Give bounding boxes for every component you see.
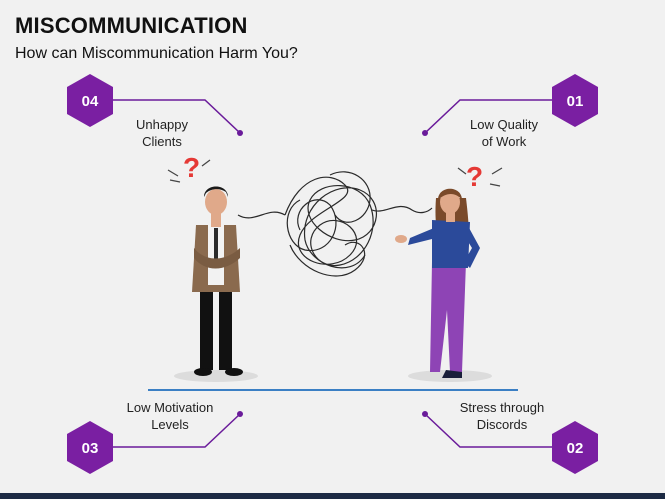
badge-number-01: 01 [567,93,584,110]
confusion-question-mark-icon: ? [457,161,503,192]
item-label-04-line2: Clients [142,134,182,149]
badge-number-03: 03 [82,440,99,457]
slide-subtitle: How can Miscommunication Harm You? [15,45,298,62]
item-label-02-line1: Stress through [459,400,545,415]
hexagon-badge-03: 03 [67,421,113,474]
item-label-01-line1: Low Quality [470,117,538,132]
item-label-01-line2: of Work [481,134,527,149]
item-label-02-line2: Discords [476,417,528,432]
confusion-question-mark-icon: ? [167,152,211,183]
badge-number-02: 02 [567,440,584,457]
item-label-04-line1: Unhappy [135,117,189,132]
hexagon-badge-02: 02 [552,421,598,474]
item-label-02: Stress through Discords [440,399,564,433]
man-figure [192,186,243,376]
woman-figure [395,188,480,378]
man-shadow [174,370,258,382]
bottom-bar [0,493,665,499]
hexagon-badge-04: 04 [67,74,113,127]
hexagon-badge-01: 01 [552,74,598,127]
connector-03 [110,411,243,448]
item-label-04: Unhappy Clients [120,116,204,150]
item-label-03: Low Motivation Levels [108,399,232,433]
item-label-03-line1: Low Motivation [126,400,214,415]
svg-text:?: ? [466,161,483,192]
badge-number-04: 04 [82,93,99,110]
connector-02 [422,411,555,448]
item-label-01: Low Quality of Work [452,116,556,150]
svg-text:?: ? [183,152,200,183]
connector-04 [110,99,243,136]
connector-01 [422,99,555,136]
item-label-03-line2: Levels [151,417,189,432]
slide-title: MISCOMMUNICATION [15,13,248,38]
tangled-communication-scribble [237,171,433,277]
